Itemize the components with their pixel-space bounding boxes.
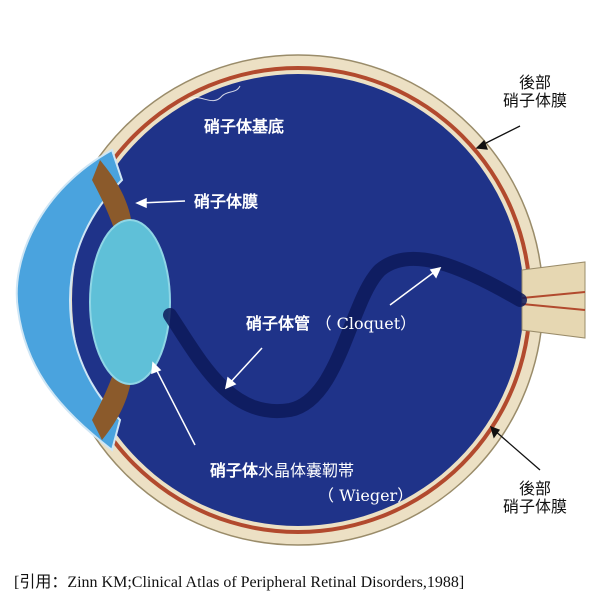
posterior-bottom-line2: 硝子体膜: [503, 498, 567, 516]
citation: [引用：Zinn KM;Clinical Atlas of Peripheral…: [14, 568, 464, 592]
optic-nerve: [522, 262, 585, 338]
label-zonule: 硝子体水晶体嚢靭帯: [210, 462, 354, 480]
label-vitreous-membrane: 硝子体膜: [194, 193, 258, 211]
cloquet-name-text: （ Cloquet）: [316, 314, 417, 333]
zonule-rest-text: 水晶体嚢靭帯: [258, 461, 354, 480]
posterior-top-line1: 後部: [503, 74, 567, 92]
posterior-top-line2: 硝子体膜: [503, 92, 567, 110]
lens: [90, 220, 170, 384]
label-wieger: （ Wieger）: [318, 487, 413, 505]
label-vitreous-base: 硝子体基底: [204, 118, 284, 136]
label-posterior-membrane-top: 後部 硝子体膜: [503, 74, 567, 111]
label-cloquet-canal: 硝子体管 （ Cloquet）: [246, 315, 416, 333]
cloquet-canal-text: 硝子体管: [246, 314, 310, 333]
zonule-main-text: 硝子体: [210, 461, 258, 480]
arrow-posterior-top: [480, 126, 520, 146]
posterior-bottom-line1: 後部: [503, 480, 567, 498]
label-posterior-membrane-bottom: 後部 硝子体膜: [503, 480, 567, 517]
arrow-posterior-bottom: [494, 430, 540, 470]
